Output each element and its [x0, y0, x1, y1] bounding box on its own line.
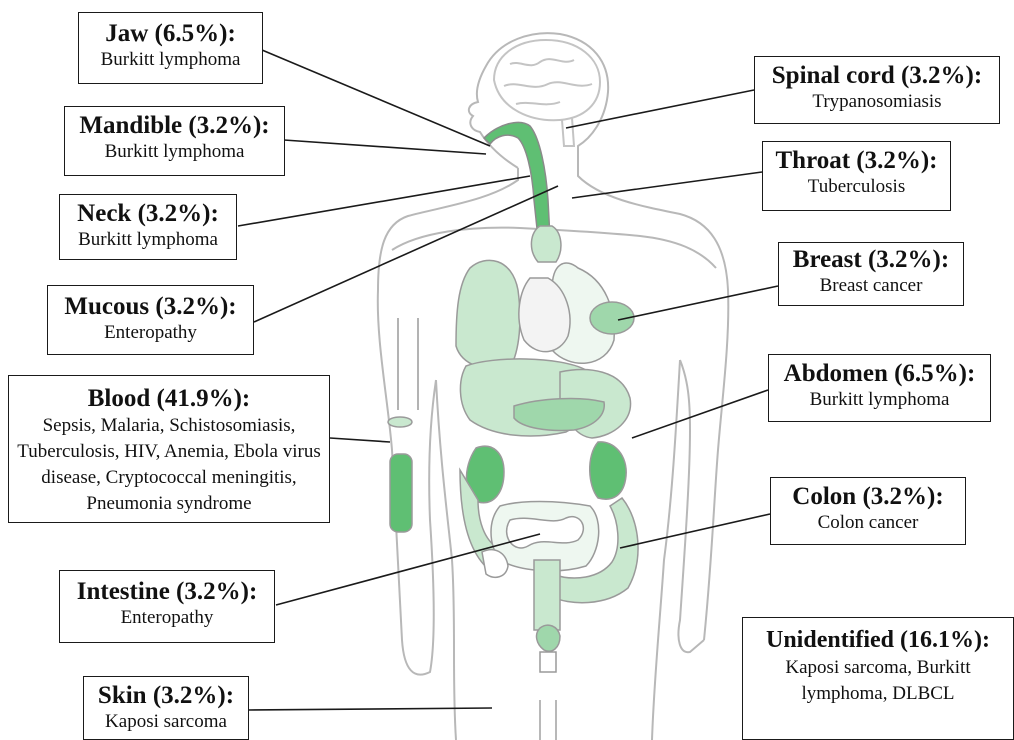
label-title-mucous: Mucous (3.2%):	[48, 292, 253, 321]
leader-line-spinal-cord	[566, 90, 754, 128]
label-desc-unidentified: Kaposi sarcoma, Burkitt lymphoma, DLBCL	[743, 655, 1013, 707]
label-desc-mucous: Enteropathy	[48, 321, 253, 345]
label-title-throat: Throat (3.2%):	[763, 146, 950, 175]
leader-line-colon	[620, 514, 770, 548]
label-desc-blood: Sepsis, Malaria, Schistosomiasis, Tuberc…	[9, 413, 329, 517]
label-title-breast: Breast (3.2%):	[779, 245, 963, 274]
label-box-skin: Skin (3.2%): Kaposi sarcoma	[83, 676, 249, 740]
label-box-throat: Throat (3.2%): Tuberculosis	[762, 141, 951, 211]
label-box-unidentified: Unidentified (16.1%): Kaposi sarcoma, Bu…	[742, 617, 1014, 740]
leader-line-breast	[618, 286, 778, 320]
label-desc-jaw: Burkitt lymphoma	[79, 48, 262, 72]
leader-line-jaw	[262, 50, 490, 146]
label-title-blood: Blood (41.9%):	[9, 384, 329, 413]
label-box-mandible: Mandible (3.2%): Burkitt lymphoma	[64, 106, 285, 176]
label-box-mucous: Mucous (3.2%): Enteropathy	[47, 285, 254, 355]
label-title-skin: Skin (3.2%):	[84, 681, 248, 710]
label-title-spinal-cord: Spinal cord (3.2%):	[755, 61, 999, 90]
label-box-intestine: Intestine (3.2%): Enteropathy	[59, 570, 275, 643]
leader-line-blood	[330, 438, 390, 442]
label-desc-neck: Burkitt lymphoma	[60, 228, 236, 252]
leader-line-mandible	[284, 140, 486, 154]
label-desc-throat: Tuberculosis	[763, 175, 950, 199]
label-desc-mandible: Burkitt lymphoma	[65, 140, 284, 164]
chest-organs-illustration	[456, 260, 634, 369]
abdominal-organs-illustration	[460, 359, 638, 672]
label-box-abdomen: Abdomen (6.5%): Burkitt lymphoma	[768, 354, 991, 422]
label-title-jaw: Jaw (6.5%):	[79, 19, 262, 48]
label-box-colon: Colon (3.2%): Colon cancer	[770, 477, 966, 545]
label-title-abdomen: Abdomen (6.5%):	[769, 359, 990, 388]
label-title-colon: Colon (3.2%):	[771, 482, 965, 511]
leader-line-throat	[572, 172, 762, 198]
leader-line-abdomen	[632, 390, 768, 438]
label-title-unidentified: Unidentified (16.1%):	[743, 626, 1013, 655]
label-desc-spinal-cord: Trypanosomiasis	[755, 90, 999, 114]
label-desc-colon: Colon cancer	[771, 511, 965, 535]
label-desc-intestine: Enteropathy	[60, 606, 274, 630]
label-box-blood: Blood (41.9%): Sepsis, Malaria, Schistos…	[8, 375, 330, 523]
arm-illustration	[388, 318, 418, 532]
label-box-breast: Breast (3.2%): Breast cancer	[778, 242, 964, 306]
label-desc-abdomen: Burkitt lymphoma	[769, 388, 990, 412]
label-box-neck: Neck (3.2%): Burkitt lymphoma	[59, 194, 237, 260]
label-desc-skin: Kaposi sarcoma	[84, 710, 248, 734]
label-box-jaw: Jaw (6.5%): Burkitt lymphoma	[78, 12, 263, 84]
label-title-neck: Neck (3.2%):	[60, 199, 236, 228]
label-title-intestine: Intestine (3.2%):	[60, 577, 274, 606]
label-title-mandible: Mandible (3.2%):	[65, 111, 284, 140]
label-desc-breast: Breast cancer	[779, 274, 963, 298]
label-box-spinal-cord: Spinal cord (3.2%): Trypanosomiasis	[754, 56, 1000, 124]
